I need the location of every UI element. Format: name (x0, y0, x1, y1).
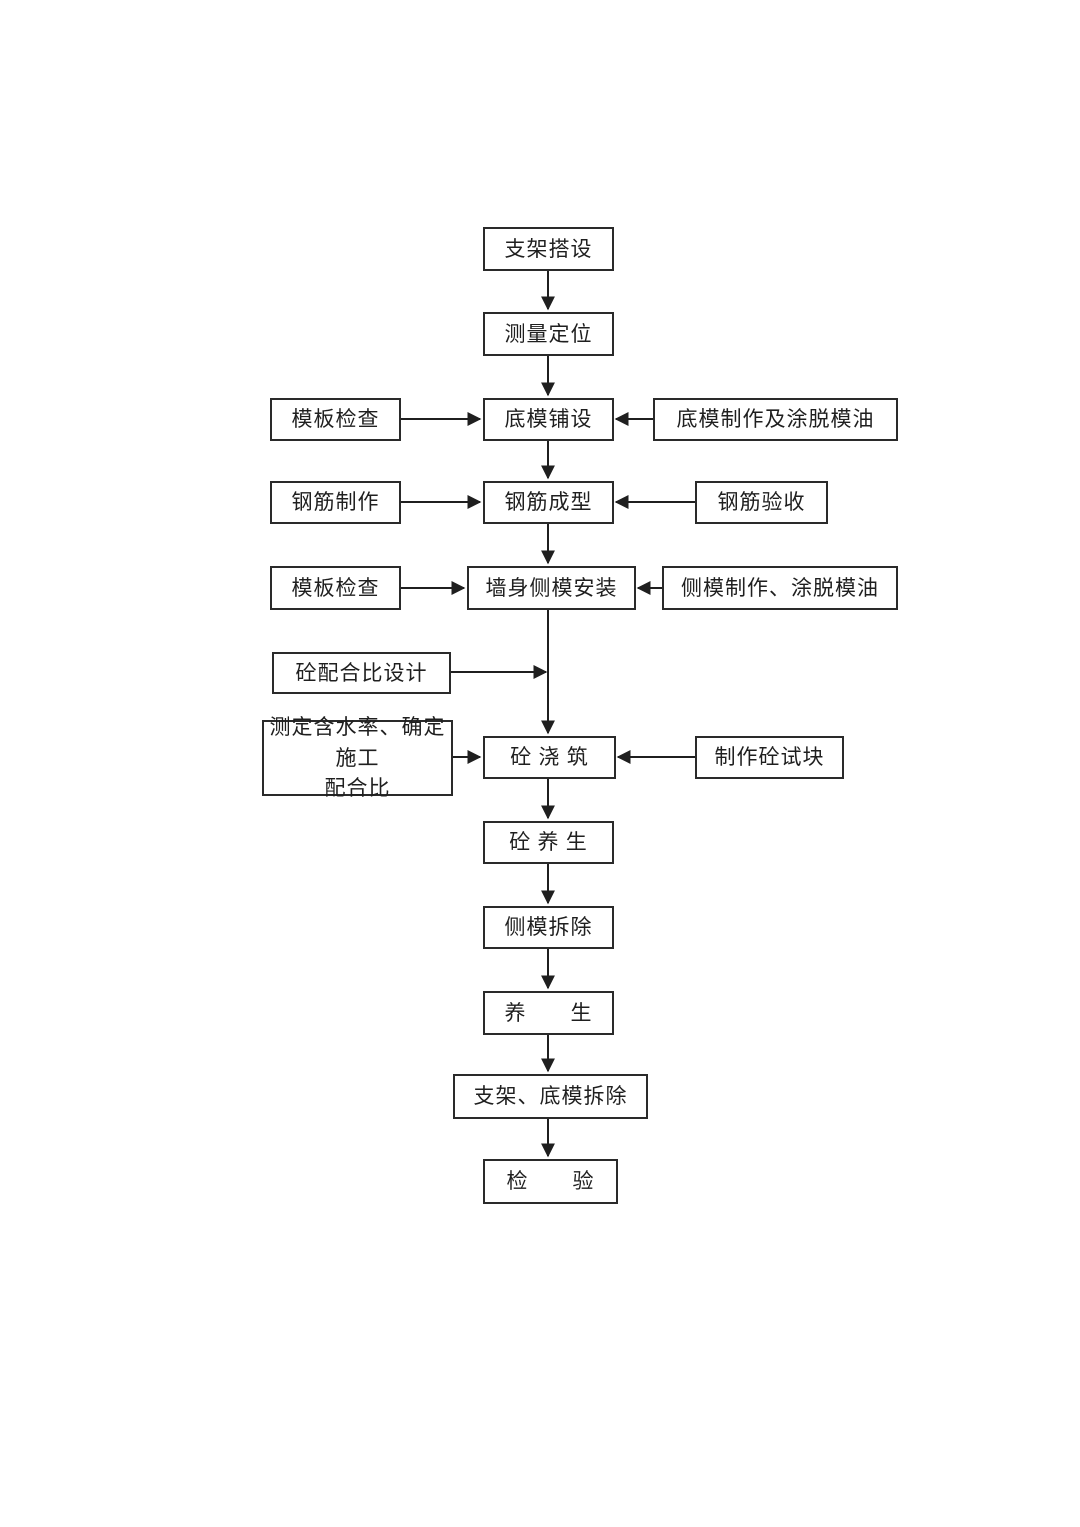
node-side-form-making-oil: 侧模制作、涂脱模油 (662, 566, 898, 610)
node-formwork-check-2: 模板检查 (270, 566, 401, 610)
node-wall-side-form-install: 墙身侧模安装 (467, 566, 636, 610)
node-concrete-pouring: 砼 浇 筑 (483, 736, 616, 779)
node-moisture-determination: 测定含水率、确定施工 配合比 (262, 715, 453, 800)
node-bottom-form-laying: 底模铺设 (483, 398, 614, 441)
node-survey-positioning: 测量定位 (483, 312, 614, 356)
node-rebar-fabrication: 钢筋制作 (270, 481, 401, 524)
node-scaffold-bottom-form-removal: 支架、底模拆除 (453, 1074, 648, 1119)
node-inspection: 检 验 (483, 1159, 618, 1204)
node-rebar-acceptance: 钢筋验收 (695, 481, 828, 524)
node-rebar-forming: 钢筋成型 (483, 481, 614, 524)
node-formwork-check-1: 模板检查 (270, 398, 401, 441)
node-test-block-making: 制作砼试块 (695, 736, 844, 779)
node-bottom-form-making-oil: 底模制作及涂脱模油 (653, 398, 898, 441)
node-concrete-curing: 砼 养 生 (483, 821, 614, 864)
node-side-form-removal: 侧模拆除 (483, 906, 614, 949)
node-scaffold-erection: 支架搭设 (483, 227, 614, 271)
node-mix-design: 砼配合比设计 (272, 652, 451, 694)
node-curing: 养 生 (483, 991, 614, 1035)
